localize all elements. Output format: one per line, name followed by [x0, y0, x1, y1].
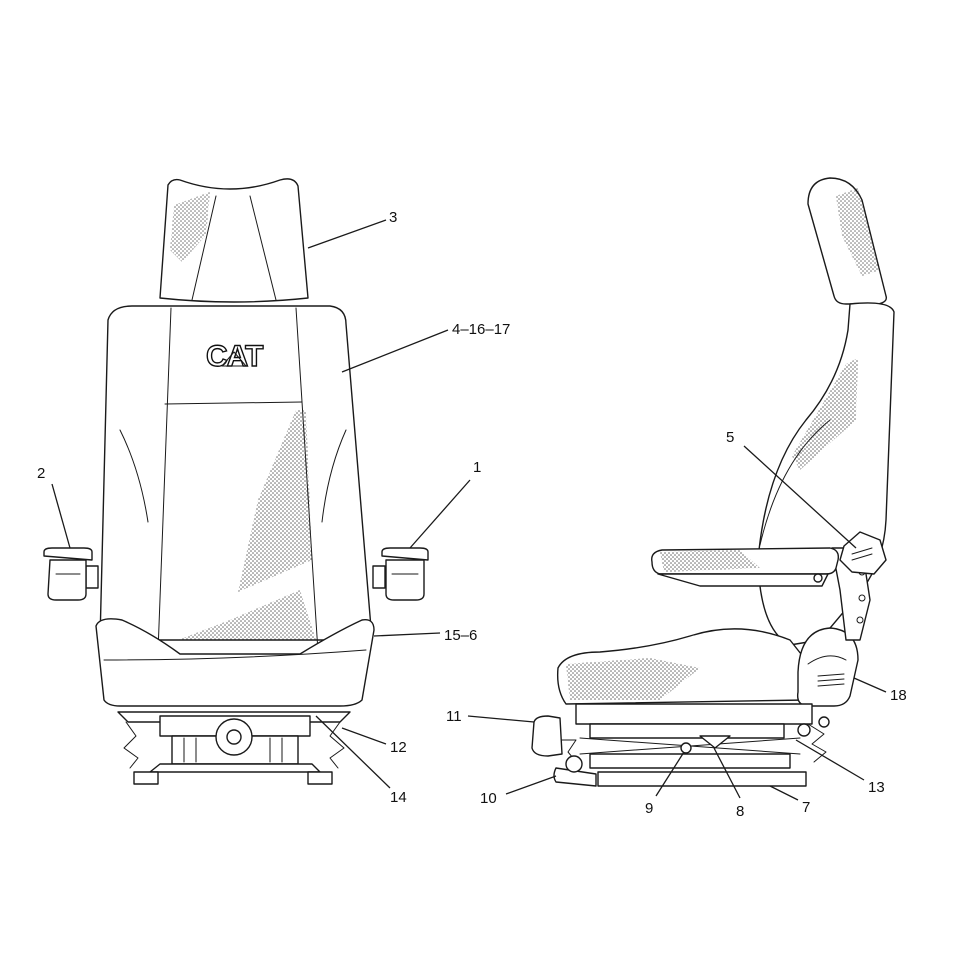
front-backrest: CAT — [99, 305, 373, 653]
callout-15-6: 15–6 — [444, 627, 477, 644]
front-headrest — [159, 178, 309, 303]
callout-3: 3 — [389, 209, 397, 226]
side-recline-lever — [796, 627, 859, 707]
leader-12 — [341, 727, 387, 745]
cat-logo: CAT — [206, 340, 263, 373]
side-view — [531, 177, 895, 787]
callout-1: 1 — [473, 459, 481, 476]
front-right-armrest — [372, 547, 429, 601]
callout-10: 10 — [480, 790, 497, 807]
side-seat-cushion — [556, 628, 814, 705]
callout-18: 18 — [890, 687, 907, 704]
leader-4-16-17 — [341, 329, 449, 373]
leader-10 — [505, 775, 557, 795]
leader-13 — [795, 739, 865, 781]
leader-5 — [743, 445, 857, 549]
leader-8 — [713, 747, 741, 799]
callout-labels: 3 4–16–17 2 1 15–6 12 14 5 18 11 13 10 9… — [37, 209, 907, 820]
side-adjustment-knob — [531, 715, 563, 757]
callout-2: 2 — [37, 465, 45, 482]
side-backrest — [757, 302, 895, 646]
callout-13: 13 — [868, 779, 885, 796]
leader-1 — [409, 479, 471, 549]
leader-7 — [769, 785, 799, 801]
leader-11 — [467, 715, 535, 723]
callout-12: 12 — [390, 739, 407, 756]
callout-5: 5 — [726, 429, 734, 446]
callout-11: 11 — [446, 708, 462, 725]
leader-15-6 — [373, 632, 441, 637]
callout-8: 8 — [736, 803, 744, 820]
leader-18 — [853, 677, 887, 693]
leader-2 — [51, 483, 71, 549]
callout-14: 14 — [390, 789, 407, 806]
side-slide-rails — [553, 703, 830, 787]
leader-3 — [307, 219, 387, 249]
front-seat-cushion — [95, 618, 375, 707]
callout-4-16-17: 4–16–17 — [452, 321, 510, 338]
side-armrest — [651, 531, 887, 641]
leader-9 — [655, 751, 685, 797]
leader-14 — [315, 715, 391, 789]
front-view: CAT — [43, 178, 429, 785]
side-headrest — [807, 177, 888, 305]
front-suspension-base — [117, 711, 351, 785]
callout-7: 7 — [802, 799, 810, 816]
callout-9: 9 — [645, 800, 653, 817]
front-left-armrest — [43, 547, 99, 601]
leader-lines — [51, 219, 887, 801]
